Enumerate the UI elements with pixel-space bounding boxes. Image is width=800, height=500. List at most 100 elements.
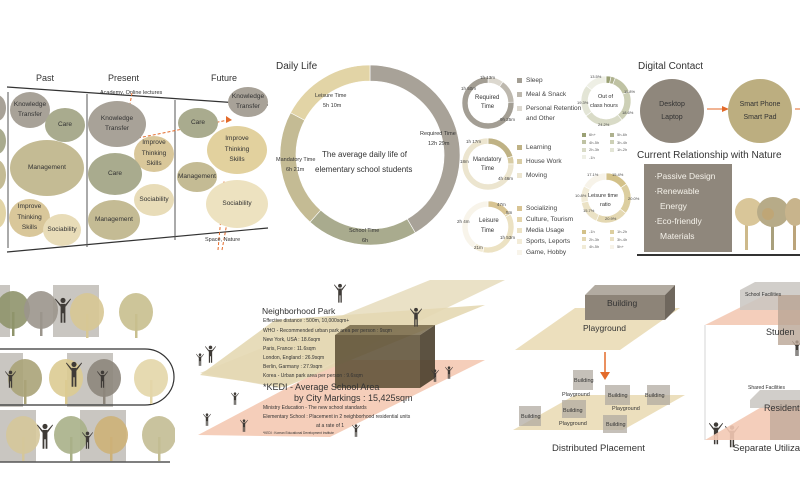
- tree-crown: [24, 291, 58, 329]
- kedi-footnote: *KEDI : Korean Educational Development I…: [263, 431, 334, 435]
- school-time-value: 6h: [362, 238, 369, 244]
- park-stat: New York, USA : 18.6sqm: [263, 337, 321, 343]
- required-donut-title: Required: [475, 95, 500, 101]
- legend-swatch: [517, 158, 522, 164]
- kedi-title-line2: by City Markings : 15,425sqm: [294, 393, 413, 403]
- class-hours-segment: [617, 91, 632, 121]
- leisure-time-value: 5h 10m: [323, 103, 342, 109]
- class-hours-title1: Out of: [598, 94, 613, 100]
- legend-item: 6h+: [582, 131, 610, 139]
- person-icon: [445, 366, 453, 379]
- tree-crown: [0, 291, 30, 329]
- past-sociability: Sociability: [43, 214, 81, 246]
- required-donut-title2: Time: [481, 104, 495, 110]
- person-icon: [240, 419, 248, 432]
- legend-swatch: [517, 144, 522, 150]
- person-icon: [352, 424, 360, 437]
- person-icon: [231, 392, 239, 405]
- legend-item: 5h+: [610, 243, 637, 251]
- present-knowledge-transfer: Knowledge Transfer: [88, 101, 146, 147]
- annotation-academy: Academy, Online lectures: [100, 90, 163, 96]
- park-stat: Paris, France : 11.6sqm: [263, 346, 316, 352]
- class-hours-donut: [580, 75, 632, 127]
- kedi-title-line1: *KEDI - Average School Area: [263, 382, 380, 392]
- past-management: Management: [10, 140, 84, 196]
- digital-contact-title: Digital Contact: [638, 61, 704, 72]
- required-time-donut: [461, 76, 515, 130]
- legend-swatch: [610, 147, 614, 152]
- park-stat: London, England : 26.9sqm: [263, 355, 325, 361]
- person-icon: [410, 307, 422, 327]
- class-hours-label: 11.8%: [624, 89, 636, 94]
- legend-swatch: [517, 216, 522, 222]
- legend-item: 4h-5h: [582, 139, 610, 147]
- person-icon: [66, 361, 82, 387]
- distributed-caption: Distributed Placement: [552, 443, 645, 454]
- legend-item: Sports, Leports: [517, 236, 573, 247]
- desktop-laptop-circle: Desktop Laptop: [640, 79, 704, 143]
- legend-swatch: [517, 77, 522, 83]
- annotation-space-nature: Space, Nature: [205, 237, 241, 243]
- mandatory-donut-title2: Time: [481, 166, 495, 172]
- present-sociability: Sociability: [134, 184, 174, 216]
- legend-item: Learning: [517, 141, 562, 155]
- legend-item: Media Usage: [517, 225, 573, 236]
- mandatory-label: 1h 17m: [466, 139, 482, 144]
- leisure-ratio-label: 15.7%: [583, 208, 595, 213]
- required-time-label: Required Time: [420, 131, 456, 137]
- required-label: 9h 25m: [500, 117, 516, 122]
- playground-label: Playground: [612, 406, 640, 412]
- legend-item: Meal & Snack: [517, 88, 581, 102]
- legend-swatch: [517, 205, 522, 211]
- legend-swatch: [610, 237, 614, 242]
- leisure-ratio-label: 15.4%: [612, 172, 624, 177]
- leisure-label: 1h 53m: [500, 235, 516, 240]
- past-knowledge-transfer: Knowledge Transfer: [10, 92, 50, 128]
- legend-item: -1h: [582, 154, 610, 162]
- shared-facilities-label: Shared Facilities: [748, 385, 785, 391]
- legend-swatch: [582, 155, 586, 160]
- legend-swatch: [517, 105, 522, 111]
- tree-crown: [94, 416, 128, 454]
- bubble-edge: [0, 95, 6, 121]
- playground-label: Playground: [559, 421, 587, 427]
- class-hours-label: 18.6%: [622, 110, 634, 115]
- leisure-legend: Socializing Culture, Tourism Media Usage…: [517, 203, 573, 258]
- present-management: Management: [88, 200, 140, 240]
- legend-item: Moving: [517, 169, 562, 183]
- legend-item: 3h-4h: [610, 139, 637, 147]
- legend-item: Game, Hobby: [517, 247, 573, 258]
- person-icon: [196, 353, 204, 366]
- daily-life-segment: [369, 64, 461, 234]
- park-stats: WHO - Recommended urban park area per pe…: [263, 327, 392, 381]
- required-label: 1h 13m: [480, 75, 496, 80]
- class-hours-legend: 6h+ 5h-6h 4h-5h 3h-4h 2h-3h 1h-2h -1h: [582, 131, 637, 161]
- donut-center-line1: The average daily life of: [322, 150, 407, 159]
- leisure-time-donut: [461, 200, 515, 254]
- legend-item: Sleep: [517, 74, 581, 88]
- future-care: Care: [178, 108, 218, 138]
- legend-swatch: [582, 244, 586, 249]
- mandatory-time-value: 6h 21m: [286, 167, 305, 173]
- tree-rows-illustration: [0, 285, 175, 463]
- person-icon: [334, 283, 346, 303]
- leisure-ratio-title2: ratio: [600, 202, 611, 208]
- column-future-title: Future: [211, 73, 238, 83]
- building-label: Building: [521, 414, 541, 420]
- leisure-ratio-legend: -1h 1h-2h 2h-3h 3h-4h 4h-5h 5h+: [582, 228, 637, 251]
- park-title: Neighborhood Park: [262, 306, 336, 316]
- leisure-label: 21m: [474, 245, 483, 250]
- leisure-label: 2h 4m: [457, 219, 470, 224]
- person-icon: [37, 420, 53, 452]
- bubble-edge: [0, 198, 6, 228]
- donut-center-line2: elementary school students: [315, 165, 413, 174]
- legend-swatch: [517, 249, 522, 255]
- leisure-ratio-title1: Leisure time: [588, 193, 618, 199]
- kedi-line: Elementary School : Placement in 2 neigh…: [263, 414, 411, 420]
- legend-swatch: [517, 227, 522, 233]
- future-knowledge-transfer: Knowledge Transfer: [228, 87, 268, 117]
- building-label: Building: [606, 422, 626, 428]
- nature-box: ·Passive Design ·Renewable Energy ·Eco-f…: [644, 164, 732, 252]
- tree-crown: [119, 293, 153, 331]
- mandatory-time-donut: [461, 137, 515, 191]
